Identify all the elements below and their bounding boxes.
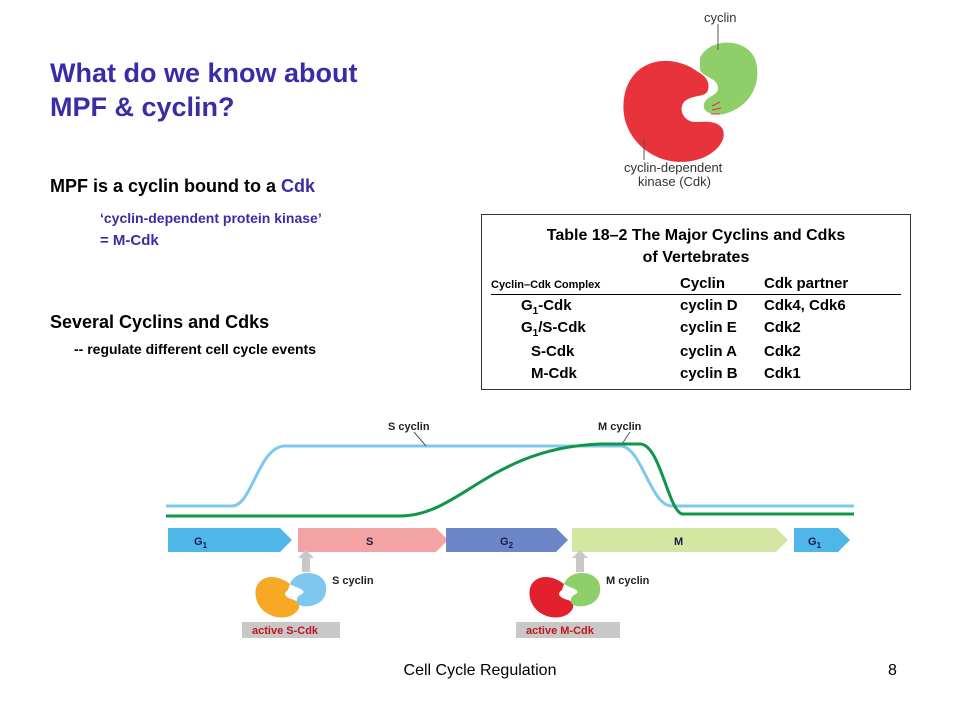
table-row-4-cdk: Cdk1 — [764, 365, 801, 382]
table-title: Table 18–2 The Major Cyclins and Cdks of… — [482, 225, 910, 269]
phase-1-label: G — [194, 536, 203, 548]
s-cdk-up-arrow — [298, 550, 314, 572]
table-header-rule — [491, 294, 901, 295]
table-row-1-complex: G1-Cdk — [521, 297, 572, 317]
table-row-3-cdk: Cdk2 — [764, 343, 801, 360]
active-s-cdk-label: active S-Cdk — [252, 625, 319, 637]
row-1-complex-main: G — [521, 297, 533, 314]
table-row-3-cyclin: cyclin A — [680, 343, 737, 360]
table-row-1-cdk: Cdk4, Cdk6 — [764, 297, 846, 314]
phase-5-sub: 1 — [817, 541, 822, 550]
s-cdk-kinase-shape — [255, 576, 300, 618]
m-cdk-kinase-shape — [529, 576, 574, 618]
svg-text:G1: G1 — [194, 536, 208, 550]
regulate-note: -- regulate different cell cycle events — [74, 341, 316, 357]
mpf-definition-text: MPF is a cyclin bound to a — [50, 176, 282, 196]
table-header-cyclin: Cyclin — [680, 275, 726, 292]
m-cyclin-curve — [166, 442, 854, 518]
m-cyclin-shape — [564, 572, 601, 607]
mpf-cdk-term: Cdk — [281, 176, 316, 196]
row-2-complex-rest: /S-Cdk — [538, 319, 586, 336]
phase-arrow-m: M — [572, 528, 788, 552]
m-cyclin-curve-label: M cyclin — [598, 421, 642, 433]
phase-1-sub: 1 — [203, 541, 208, 550]
table-row-4-complex: M-Cdk — [531, 365, 577, 382]
table-row-2-cyclin: cyclin E — [680, 319, 737, 336]
phase-3-label: G — [500, 536, 509, 548]
active-m-cdk-box — [516, 622, 620, 638]
row-2-complex-sub: 1 — [532, 328, 539, 339]
phase-3-sub: 2 — [509, 541, 514, 550]
title-line-1: What do we know about — [50, 58, 358, 88]
m-cyclin-leader — [621, 431, 631, 445]
table-header-cdk: Cdk partner — [764, 275, 849, 292]
s-cyclin-curve-label: S cyclin — [388, 421, 430, 433]
s-cyclin-curve — [166, 444, 854, 508]
phase-4-label: M — [674, 536, 683, 548]
several-cyclins-heading: Several Cyclins and Cdks — [50, 312, 270, 332]
m-cdk-complex: M cyclin active M-Cdk — [516, 572, 650, 638]
table-row-2-cdk: Cdk2 — [764, 319, 801, 336]
table-row-1-cyclin: cyclin D — [680, 297, 738, 314]
slide-title: What do we know about MPF & cyclin? — [50, 56, 357, 124]
slide-number: 8 — [888, 662, 897, 679]
footer-label: Cell Cycle Regulation — [403, 662, 557, 679]
phase-arrow-s: S — [298, 528, 448, 552]
table-row-3-complex: S-Cdk — [531, 343, 575, 360]
cyclin-shape — [700, 42, 758, 115]
cyclin-cdk-complex-diagram: cyclin cyclin-dependent kinase (Cdk) — [623, 10, 758, 189]
s-cdk-complex: S cyclin active S-Cdk — [242, 572, 374, 638]
cdk-expansion: ‘cyclin-dependent protein kinase’ — [100, 210, 322, 226]
title-line-2: MPF & cyclin? — [50, 92, 235, 122]
svg-text:G1: G1 — [808, 536, 822, 550]
s-complex-label: S cyclin — [332, 575, 374, 587]
row-1-complex-sub: 1 — [532, 306, 539, 317]
table-title-line-1: Table 18–2 The Major Cyclins and Cdks — [546, 227, 846, 244]
table-header-complex: Cyclin–Cdk Complex — [491, 279, 601, 291]
table-row-4-cyclin: cyclin B — [680, 365, 738, 382]
row-2-complex-main: G — [521, 319, 533, 336]
svg-text:G2: G2 — [500, 536, 514, 550]
active-m-cdk-label: active M-Cdk — [526, 625, 595, 637]
phase-arrow-g1-start: G1 — [168, 528, 292, 552]
table-title-line-2: of Vertebrates — [642, 249, 750, 266]
mpf-definition: MPF is a cyclin bound to a Cdk — [50, 176, 315, 197]
phase-arrow-g2: G2 — [446, 528, 568, 552]
cyclin-label: cyclin — [704, 10, 737, 25]
m-complex-label: M cyclin — [606, 575, 650, 587]
cell-cycle-diagram: S cyclin M cyclin G1 S G2 M G1 S cyclin … — [166, 421, 854, 638]
active-s-cdk-box — [242, 622, 340, 638]
m-cdk-up-arrow — [572, 550, 588, 572]
phase-5-label: G — [808, 536, 817, 548]
cyclin-cdk-table: Table 18–2 The Major Cyclins and Cdks of… — [481, 214, 911, 390]
s-cyclin-shape — [290, 572, 327, 607]
table-row-2-complex: G1/S-Cdk — [521, 319, 586, 339]
binding-site-hatch — [711, 101, 722, 115]
phase-arrow-g1-end: G1 — [794, 528, 850, 552]
row-1-complex-rest: -Cdk — [538, 297, 572, 314]
cdk-label-line-1: cyclin-dependent — [624, 160, 723, 175]
phase-2-label: S — [366, 536, 373, 548]
cdk-shape — [623, 60, 724, 162]
m-cdk-equivalence: = M-Cdk — [100, 232, 159, 249]
s-cyclin-leader — [413, 431, 427, 447]
cdk-label-line-2: kinase (Cdk) — [638, 174, 711, 189]
